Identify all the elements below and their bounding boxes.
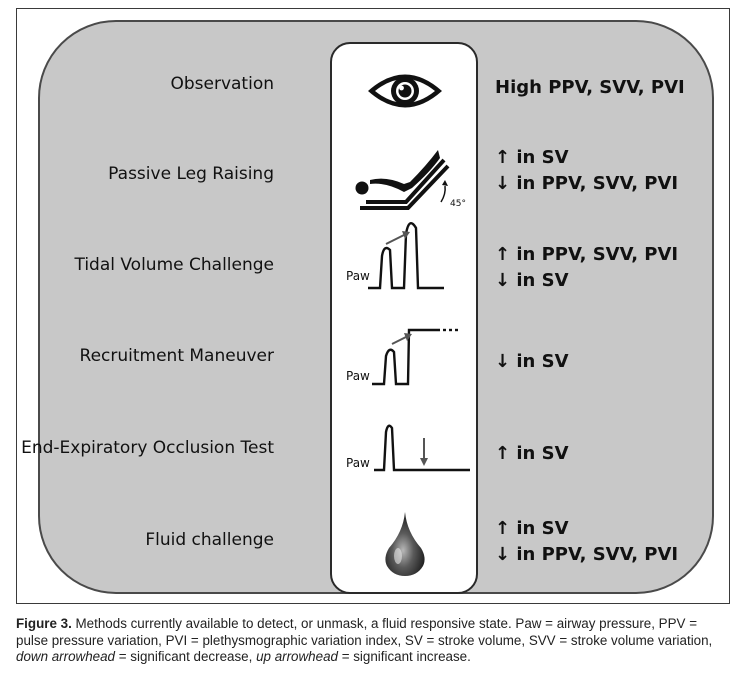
effect-observation: High PPV, SVV, PVI bbox=[495, 75, 685, 101]
paw-label: Paw bbox=[346, 369, 370, 383]
methods-panel: 45° Paw Paw Paw bbox=[21, 20, 714, 594]
figure-caption: Figure 3. Methods currently available to… bbox=[16, 616, 732, 666]
fluid-drop-icon bbox=[385, 512, 425, 576]
caption-text: Methods currently available to detect, o… bbox=[16, 616, 713, 648]
figure-frame: 45° Paw Paw Paw bbox=[16, 8, 730, 604]
pressure-plateau-icon: Paw bbox=[346, 328, 458, 386]
effect-line: ↑ in SV bbox=[495, 147, 569, 168]
effect-line: ↓ in SV bbox=[495, 351, 569, 372]
effect-line: ↑ in PPV, SVV, PVI bbox=[495, 244, 679, 265]
paw-label: Paw bbox=[346, 456, 370, 470]
paw-label: Paw bbox=[346, 269, 370, 283]
effect-end-expiratory-occlusion: ↑ in SV bbox=[495, 441, 569, 467]
effect-line: ↑ in SV bbox=[495, 443, 569, 464]
eye-icon bbox=[368, 74, 442, 108]
effect-passive-leg-raising: ↑ in SV ↓ in PPV, SVV, PVI bbox=[495, 145, 678, 197]
effect-line: ↓ in SV bbox=[495, 270, 569, 291]
effect-line: ↑ in SV bbox=[495, 518, 569, 539]
method-label-tidal-volume-challenge: Tidal Volume Challenge bbox=[74, 255, 274, 275]
caption-text: = significant increase. bbox=[337, 649, 471, 664]
method-label-passive-leg-raising: Passive Leg Raising bbox=[108, 164, 274, 184]
effect-line: High PPV, SVV, PVI bbox=[495, 77, 685, 98]
pressure-waveform-icon: Paw bbox=[346, 222, 444, 290]
method-label-recruitment-maneuver: Recruitment Maneuver bbox=[79, 346, 274, 366]
method-label-observation: Observation bbox=[170, 74, 274, 94]
icon-column: 45° Paw Paw Paw bbox=[330, 42, 478, 594]
angle-label: 45° bbox=[450, 199, 466, 209]
method-label-fluid-challenge: Fluid challenge bbox=[145, 530, 274, 550]
effect-fluid-challenge: ↑ in SV ↓ in PPV, SVV, PVI bbox=[495, 516, 678, 568]
patient-on-tilted-bed-icon: 45° bbox=[355, 150, 466, 210]
occlusion-waveform-icon: Paw bbox=[346, 424, 470, 472]
figure-label: Figure 3. bbox=[16, 616, 72, 631]
caption-down-term: down arrowhead bbox=[16, 649, 116, 664]
effect-line: ↓ in PPV, SVV, PVI bbox=[495, 544, 679, 565]
effect-recruitment-maneuver: ↓ in SV bbox=[495, 349, 569, 375]
caption-text: = significant decrease, bbox=[115, 649, 257, 664]
caption-up-term: up arrowhead bbox=[256, 649, 338, 664]
effect-line: ↓ in PPV, SVV, PVI bbox=[495, 173, 679, 194]
effect-tidal-volume-challenge: ↑ in PPV, SVV, PVI ↓ in SV bbox=[495, 242, 678, 294]
method-label-end-expiratory-occlusion: End-Expiratory Occlusion Test bbox=[21, 438, 274, 458]
